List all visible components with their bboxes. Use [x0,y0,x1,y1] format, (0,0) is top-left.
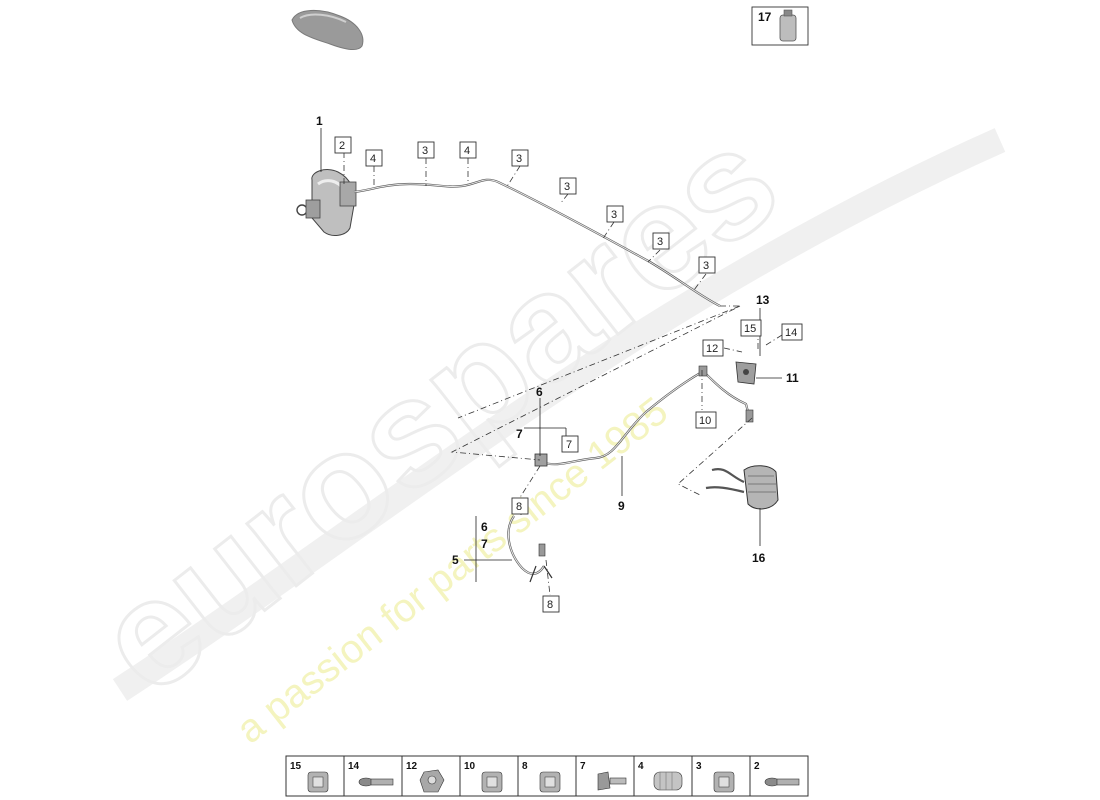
callout-11: 11 [786,371,799,385]
strip-cell-14[interactable]: 14 [343,756,394,796]
box-callout-8a: 8 [516,501,522,513]
bolt-icon [764,777,800,787]
callout-5: 5 [452,553,459,567]
strip-number: 10 [464,761,476,772]
callout-7: 7 [516,427,523,441]
callout-13: 13 [756,293,770,307]
box-callout-8b: 8 [547,599,553,611]
callout-9: 9 [618,499,625,513]
watermark-brand: eurospares [66,95,807,725]
clip-icon [481,771,503,793]
part-17-box[interactable]: 17 [751,6,809,46]
watermark-swoosh [112,128,1006,701]
hardware-strip: 15 14 12 10 8 7 4 3 2 [285,755,809,797]
clutch-pipe-lower [539,365,754,466]
boxed-callouts: 2 4 3 4 3 3 3 3 3 15 14 12 10 7 8 8 [334,136,803,613]
car-silhouette-icon [291,10,364,51]
clip-icon [539,771,561,793]
strip-number: 4 [638,761,644,772]
clip-icon [307,771,329,793]
clutch-slave-cylinder[interactable] [705,465,779,510]
strip-cell-2[interactable]: 2 [749,756,800,796]
box-callout-15: 15 [744,323,756,335]
clutch-hose-5 [507,515,553,583]
clip-icon [713,771,735,793]
box-callout-3e: 3 [657,236,663,248]
strip-cell-10[interactable]: 10 [459,756,503,796]
bolt-icon [358,777,394,787]
box-callout-4b: 4 [464,145,470,157]
watermark: eurospares a passion for parts since 198… [65,93,1006,752]
pipe-connector [534,453,548,467]
strip-number: 2 [754,761,760,772]
box-callout-3a: 3 [422,145,428,157]
strip-cell-4[interactable]: 4 [633,756,683,796]
clutch-bracket [735,361,757,385]
sleeve-icon [653,771,683,791]
box-callout-4a: 4 [370,153,376,165]
box-callout-2: 2 [339,140,345,152]
strip-number: 12 [406,761,418,772]
strip-cell-8[interactable]: 8 [517,756,561,796]
box-callout-12: 12 [706,343,718,355]
strip-cell-12[interactable]: 12 [401,756,445,796]
box-callout-10: 10 [699,415,711,427]
clutch-pipe-main [353,178,721,307]
strip-cell-15[interactable]: 15 [290,761,329,793]
strip-cell-3[interactable]: 3 [691,756,735,796]
box-callout-3b: 3 [516,153,522,165]
callout-1: 1 [316,114,323,128]
strip-number: 15 [290,761,302,772]
strip-number: 3 [696,761,702,772]
fluid-bottle-icon [779,9,797,42]
box-callout-7: 7 [566,439,572,451]
box-callout-14: 14 [785,327,797,339]
callout-7-sub: 7 [481,537,488,551]
strip-number: 14 [348,761,360,772]
brake-master-cylinder[interactable] [296,169,357,236]
nut-icon [419,769,445,793]
callout-6-sub: 6 [481,520,488,534]
callout-17: 17 [758,10,772,24]
strip-cell-7[interactable]: 7 [575,756,627,796]
strip-number: 7 [580,761,586,772]
callout-6: 6 [536,385,543,399]
box-callout-3d: 3 [611,209,617,221]
callout-16: 16 [752,551,766,565]
leader-lines [320,128,782,582]
screw-icon [597,771,627,791]
box-callout-3c: 3 [564,181,570,193]
box-callout-3f: 3 [703,260,709,272]
strip-number: 8 [522,761,528,772]
